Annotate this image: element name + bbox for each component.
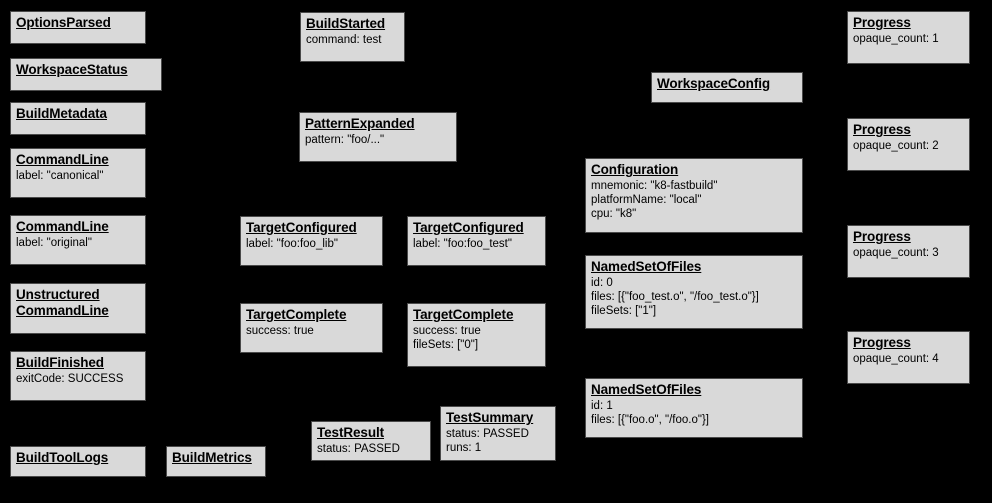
node-title: WorkspaceConfig (657, 76, 771, 91)
node-field: command: test (306, 33, 382, 46)
node-field: opaque_count: 3 (853, 246, 939, 259)
node-title: WorkspaceStatus (16, 62, 128, 77)
node-title: CommandLine (16, 219, 109, 234)
node-fields: label: "original" (16, 236, 140, 250)
node-field: status: PASSED (317, 442, 400, 455)
node-build-metadata[interactable]: BuildMetadata (10, 102, 146, 135)
node-fields: label: "foo:foo_test" (413, 237, 540, 251)
node-configuration[interactable]: Configuration mnemonic: "k8-fastbuild"pla… (585, 158, 803, 233)
node-field: pattern: "foo/..." (305, 133, 385, 146)
node-title: Progress (853, 15, 911, 30)
node-fields: label: "foo:foo_lib" (246, 237, 377, 251)
node-title: TargetComplete (246, 307, 347, 322)
node-title: PatternExpanded (305, 116, 415, 131)
node-title: NamedSetOfFiles (591, 259, 702, 274)
node-fields: opaque_count: 1 (853, 32, 964, 46)
node-fields: exitCode: SUCCESS (16, 372, 140, 386)
node-build-started[interactable]: BuildStarted command: test (300, 12, 405, 62)
node-title: TargetConfigured (413, 220, 524, 235)
node-field: mnemonic: "k8-fastbuild" (591, 179, 718, 192)
node-pattern-expanded[interactable]: PatternExpanded pattern: "foo/..." (299, 112, 457, 162)
node-field: fileSets: ["1"] (591, 304, 657, 317)
node-title: BuildFinished (16, 355, 104, 370)
node-title: TestResult (317, 425, 385, 440)
node-title: Progress (853, 335, 911, 350)
node-title: Unstructured CommandLine (16, 287, 109, 318)
node-field: label: "foo:foo_test" (413, 237, 512, 250)
node-unstructured-command-line[interactable]: Unstructured CommandLine (10, 283, 146, 334)
node-field: opaque_count: 4 (853, 352, 939, 365)
node-field: label: "foo:foo_lib" (246, 237, 338, 250)
node-build-finished[interactable]: BuildFinished exitCode: SUCCESS (10, 351, 146, 401)
node-workspace-status[interactable]: WorkspaceStatus (10, 58, 162, 91)
node-fields: opaque_count: 3 (853, 246, 964, 260)
node-field: platformName: "local" (591, 193, 702, 206)
node-fields: success: true (246, 324, 377, 338)
node-workspace-config[interactable]: WorkspaceConfig (651, 72, 803, 103)
node-progress-4[interactable]: Progress opaque_count: 4 (847, 331, 970, 384)
node-command-line-original[interactable]: CommandLine label: "original" (10, 215, 146, 265)
node-field: id: 1 (591, 399, 613, 412)
node-title: TestSummary (446, 410, 534, 425)
node-title: BuildStarted (306, 16, 386, 31)
node-title: Progress (853, 122, 911, 137)
node-title: NamedSetOfFiles (591, 382, 702, 397)
node-fields: opaque_count: 2 (853, 139, 964, 153)
node-progress-2[interactable]: Progress opaque_count: 2 (847, 118, 970, 171)
node-field: cpu: "k8" (591, 207, 637, 220)
node-field: runs: 1 (446, 441, 482, 454)
node-title: TargetConfigured (246, 220, 357, 235)
node-target-complete-foo-lib[interactable]: TargetComplete success: true (240, 303, 383, 353)
node-progress-3[interactable]: Progress opaque_count: 3 (847, 225, 970, 278)
node-fields: opaque_count: 4 (853, 352, 964, 366)
node-title: BuildMetadata (16, 106, 107, 121)
node-field: label: "canonical" (16, 169, 104, 182)
node-fields: command: test (306, 33, 399, 47)
node-fields: label: "canonical" (16, 169, 140, 183)
node-test-result[interactable]: TestResult status: PASSED (311, 421, 431, 461)
node-progress-1[interactable]: Progress opaque_count: 1 (847, 11, 970, 64)
node-field: files: [{"foo.o", "/foo.o"}] (591, 413, 709, 426)
node-command-line-canonical[interactable]: CommandLine label: "canonical" (10, 148, 146, 198)
node-target-configured-foo-lib[interactable]: TargetConfigured label: "foo:foo_lib" (240, 216, 383, 266)
node-options-parsed[interactable]: OptionsParsed (10, 11, 146, 44)
node-title: BuildMetrics (172, 450, 252, 465)
node-field: success: true (413, 324, 481, 337)
node-field: label: "original" (16, 236, 92, 249)
node-field: files: [{"foo_test.o", "/foo_test.o"}] (591, 290, 759, 303)
node-title: OptionsParsed (16, 15, 111, 30)
node-field: fileSets: ["0"] (413, 338, 479, 351)
node-field: opaque_count: 2 (853, 139, 939, 152)
node-field: status: PASSED (446, 427, 529, 440)
node-title: TargetComplete (413, 307, 514, 322)
node-title: CommandLine (16, 152, 109, 167)
node-field: success: true (246, 324, 314, 337)
node-fields: pattern: "foo/..." (305, 133, 451, 147)
node-fields: status: PASSED (317, 442, 425, 456)
node-title: BuildToolLogs (16, 450, 109, 465)
node-target-configured-foo-test[interactable]: TargetConfigured label: "foo:foo_test" (407, 216, 546, 266)
node-field: exitCode: SUCCESS (16, 372, 124, 385)
node-title: Progress (853, 229, 911, 244)
node-title: Configuration (591, 162, 679, 177)
node-field: id: 0 (591, 276, 613, 289)
node-build-tool-logs[interactable]: BuildToolLogs (10, 446, 146, 477)
node-fields: mnemonic: "k8-fastbuild"platformName: "l… (591, 179, 797, 221)
node-field: opaque_count: 1 (853, 32, 939, 45)
node-build-metrics[interactable]: BuildMetrics (166, 446, 266, 477)
